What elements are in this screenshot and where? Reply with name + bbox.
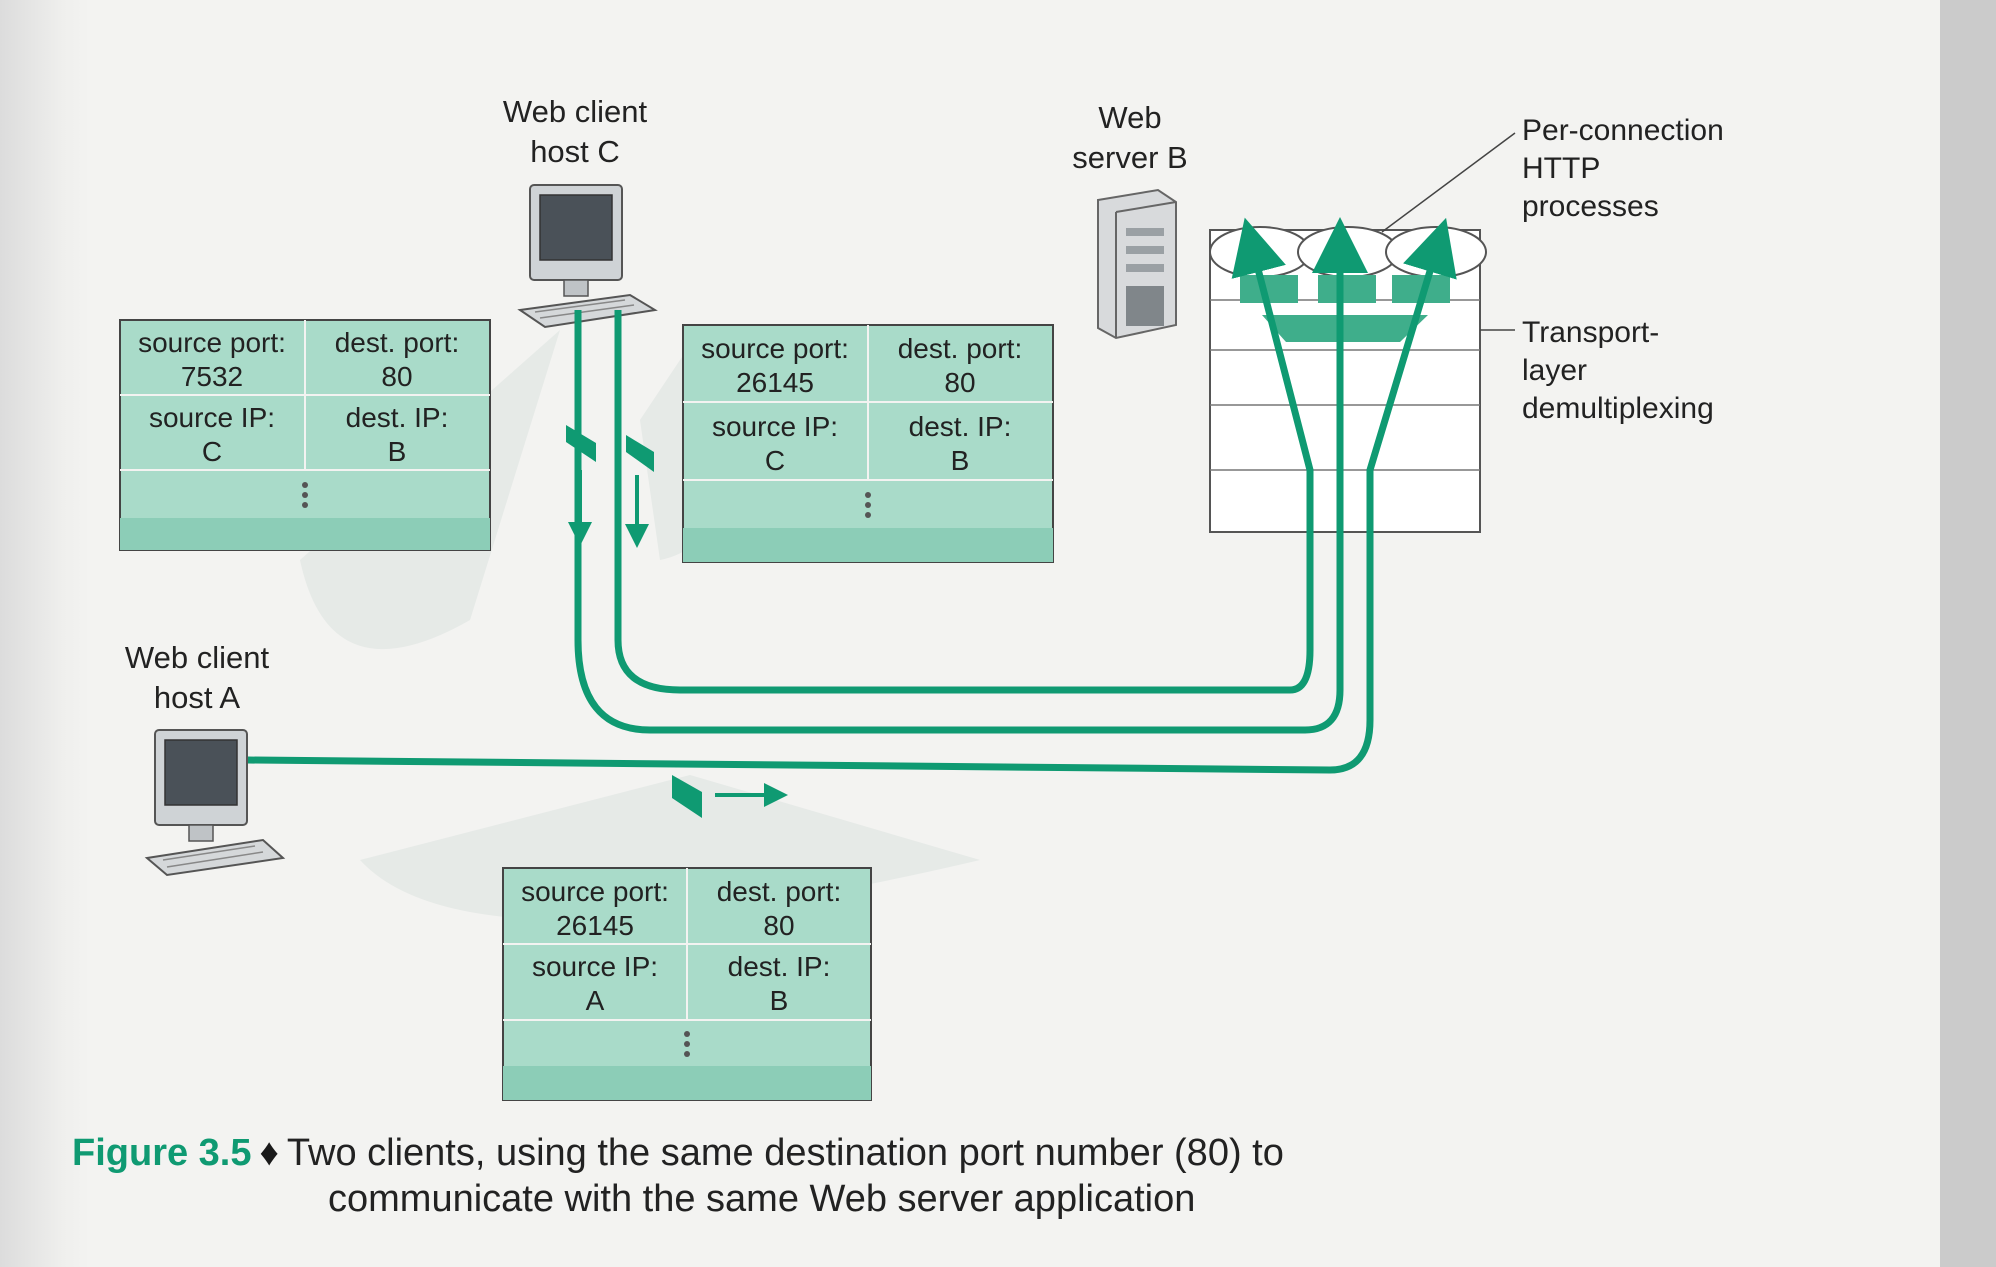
host-c-label-line2: host C — [530, 134, 620, 169]
dest-ip-value: B — [388, 436, 407, 467]
figure-number: Figure 3.5 — [72, 1132, 252, 1174]
dest-ip-value: B — [770, 985, 789, 1016]
per-connection-label-line1: Per-connection — [1522, 114, 1724, 147]
caption-line-2: communicate with the same Web server app… — [328, 1178, 1196, 1220]
per-connection-label-line3: processes — [1522, 190, 1659, 223]
per-connection-label-line2: HTTP — [1522, 152, 1600, 185]
desktop-computer-icon — [144, 729, 286, 877]
transport-layer-label-line2: layer — [1522, 354, 1587, 387]
server-protocol-stack — [1209, 226, 1487, 533]
host-a-label-line2: host A — [154, 680, 240, 715]
source-port-label: source port: — [701, 333, 849, 364]
dest-ip-value: B — [951, 445, 970, 476]
caption-separator: ♦ — [259, 1132, 279, 1174]
caption-line-1: Two clients, using the same destination … — [286, 1132, 1284, 1174]
segment-host-c-port-7532: source port: 7532 dest. port: 80 source … — [119, 319, 491, 551]
dest-ip-label: dest. IP: — [346, 402, 449, 433]
source-ip-value: A — [586, 985, 605, 1016]
source-port-value: 26145 — [736, 367, 814, 398]
source-port-value: 26145 — [556, 910, 634, 941]
dest-port-value: 80 — [763, 910, 794, 941]
transport-layer-label-line3: demultiplexing — [1522, 392, 1714, 425]
source-port-label: source port: — [138, 327, 286, 358]
transport-layer-label-line1: Transport- — [1522, 316, 1659, 349]
dest-ip-label: dest. IP: — [728, 951, 831, 982]
source-ip-label: source IP: — [149, 402, 275, 433]
desktop-computer-icon — [517, 184, 658, 329]
source-ip-label: source IP: — [712, 411, 838, 442]
dest-port-label: dest. port: — [898, 333, 1023, 364]
page-edge — [1940, 0, 1996, 1267]
dest-port-label: dest. port: — [717, 876, 842, 907]
source-ip-value: C — [765, 445, 785, 476]
source-port-label: source port: — [521, 876, 669, 907]
source-ip-value: C — [202, 436, 222, 467]
segment-flag — [566, 425, 702, 818]
server-b-label-line1: Web — [1098, 100, 1161, 135]
server-tower-icon — [1097, 188, 1177, 340]
dest-port-label: dest. port: — [335, 327, 460, 358]
server-b-label-line2: server B — [1072, 140, 1187, 175]
source-port-value: 7532 — [181, 361, 243, 392]
page-gutter-shadow — [0, 0, 90, 1267]
segment-host-c-port-26145: source port: 26145 dest. port: 80 source… — [682, 324, 1054, 563]
figure-caption: Figure 3.5♦Two clients, using the same d… — [72, 1130, 1372, 1222]
host-c-label-line1: Web client — [503, 94, 648, 129]
dest-ip-label: dest. IP: — [909, 411, 1012, 442]
segment-direction-arrows — [568, 470, 788, 807]
connection-paths — [247, 217, 1457, 774]
dest-port-value: 80 — [944, 367, 975, 398]
host-a-label-line1: Web client — [125, 640, 270, 675]
segment-host-a-port-26145: source port: 26145 dest. port: 80 source… — [502, 867, 872, 1101]
dest-port-value: 80 — [381, 361, 412, 392]
per-connection-leader — [1381, 132, 1516, 233]
source-ip-label: source IP: — [532, 951, 658, 982]
